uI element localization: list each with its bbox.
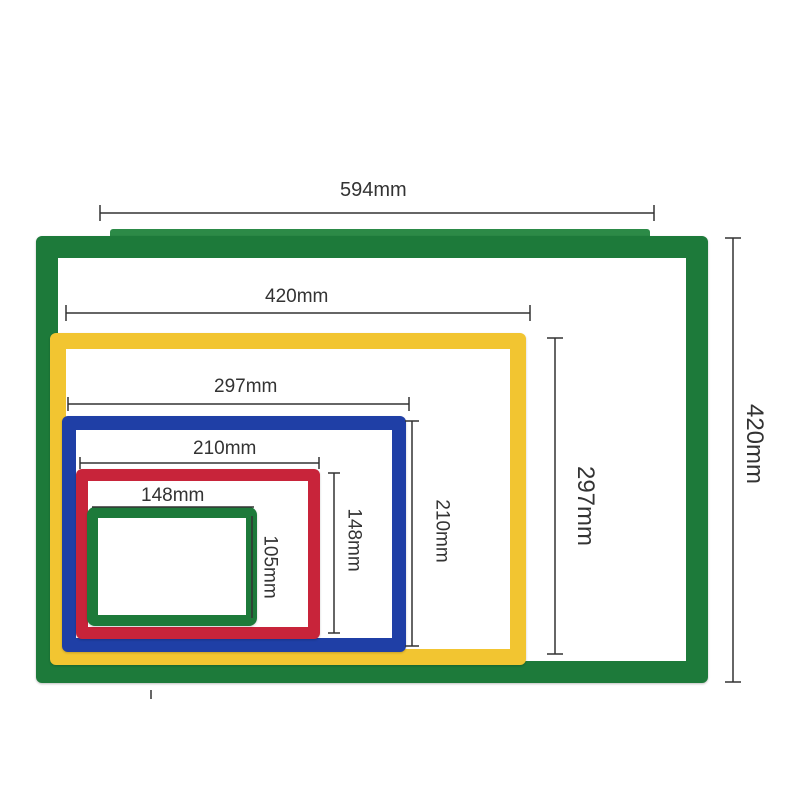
a5-height-label: 148mm [343,508,365,572]
a6-green-frame [87,507,257,626]
a4-width-label: 297mm [214,376,278,397]
a2-width-label: 594mm [340,179,407,201]
a4-height-label: 210mm [431,499,453,563]
a3-width-label: 420mm [265,286,329,307]
a2-frame-top-edge [110,229,650,239]
a3-height-label: 297mm [572,465,599,547]
a6-width-label: 148mm [141,485,205,506]
a6-height-label: 105mm [259,535,281,599]
a2-height-label: 420mm [741,403,768,485]
a5-width-label: 210mm [193,438,257,459]
